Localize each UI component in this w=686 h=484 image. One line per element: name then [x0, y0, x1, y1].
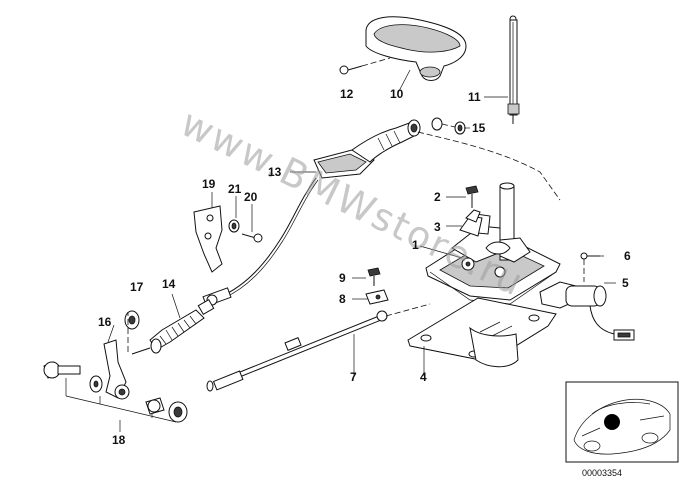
- cable-spring: [131, 298, 215, 355]
- leader-lines: [107, 69, 616, 376]
- housing-screw: [465, 185, 479, 208]
- part-label-1: 1: [412, 238, 419, 252]
- part-label-21: 21: [228, 182, 242, 196]
- part-label-12: 12: [340, 87, 354, 101]
- bracket-bolt: [241, 233, 263, 243]
- part-label-3: 3: [434, 220, 441, 234]
- part-label-14: 14: [162, 277, 176, 291]
- cable-bracket: [313, 119, 421, 179]
- cable-bushing: [365, 289, 389, 305]
- part-number-labels: 12 10 11 15 13 2 3 1 9 8 6 5 7 4 19 21 2…: [98, 87, 631, 447]
- part-label-7: 7: [350, 370, 357, 384]
- knob-screw: [339, 57, 391, 75]
- housing-clip: [459, 209, 483, 237]
- selector-rod: [507, 15, 520, 124]
- location-marker: [604, 414, 620, 430]
- part-label-5: 5: [622, 276, 629, 290]
- shift-knob: [365, 16, 467, 81]
- position-sensor: [539, 281, 635, 341]
- part-label-17: 17: [130, 280, 144, 294]
- part-label-4: 4: [420, 370, 427, 384]
- part-label-13: 13: [268, 165, 282, 179]
- part-label-2: 2: [434, 190, 441, 204]
- part-label-8: 8: [339, 292, 346, 306]
- cable-screw: [367, 267, 381, 286]
- part-label-19: 19: [202, 177, 216, 191]
- selector-cable: [221, 177, 317, 297]
- part-label-10: 10: [390, 87, 404, 101]
- part-label-16: 16: [98, 315, 112, 329]
- part-label-20: 20: [244, 190, 258, 204]
- lever-bracket: [103, 312, 130, 400]
- part-label-18: 18: [112, 433, 126, 447]
- selector-cable-rod: [206, 310, 388, 392]
- part-label-6: 6: [624, 249, 631, 263]
- part-label-15: 15: [472, 121, 486, 135]
- bolt-assembly: [43, 361, 188, 432]
- sensor-screw: [580, 252, 600, 282]
- base-plate: [407, 297, 557, 368]
- cable-nut: [431, 117, 466, 135]
- reference-code: 00003354: [582, 468, 622, 478]
- vehicle-location-inset: 00003354: [565, 381, 679, 478]
- part-label-11: 11: [468, 90, 481, 104]
- spring-nut: [124, 310, 140, 330]
- part-label-9: 9: [339, 271, 346, 285]
- bracket-nut: [228, 219, 240, 233]
- mounting-bracket: [193, 205, 223, 273]
